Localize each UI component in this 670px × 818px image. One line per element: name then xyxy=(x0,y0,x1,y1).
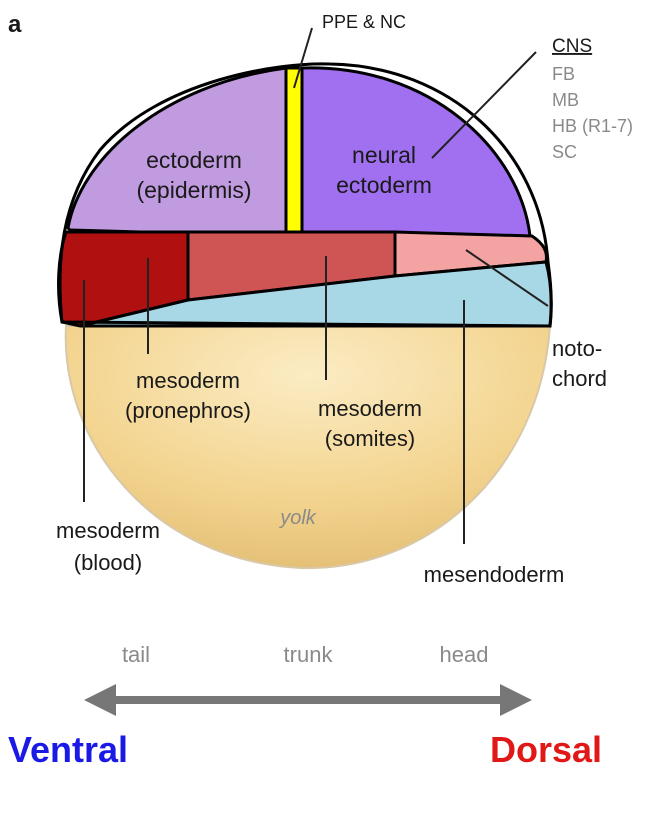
ventral-label: Ventral xyxy=(8,729,128,770)
cns-item-mb: MB xyxy=(552,90,579,110)
ectoderm-label: ectoderm xyxy=(146,147,242,173)
mesoderm-pronephros-label: mesoderm xyxy=(136,368,240,393)
leader-ppe-nc xyxy=(293,27,313,89)
ppe-nc-label: PPE & NC xyxy=(322,12,406,32)
mesoderm-blood-label: mesoderm xyxy=(56,518,160,543)
ppe-nc-stripe xyxy=(284,66,304,238)
mesendoderm-label: mesendoderm xyxy=(424,562,565,587)
leader-notochord xyxy=(465,249,549,307)
cns-heading: CNS xyxy=(552,36,592,57)
axis-label-trunk: trunk xyxy=(284,642,334,667)
axis-label-tail: tail xyxy=(122,642,150,667)
leader-cns xyxy=(431,51,537,159)
mesoderm-blood-sublabel: (blood) xyxy=(74,550,142,575)
leader-lines xyxy=(83,27,549,544)
mesoderm-somites-sublabel: (somites) xyxy=(325,426,415,451)
cns-item-sc: SC xyxy=(552,142,577,162)
ectoderm-sublabel: (epidermis) xyxy=(136,177,251,203)
mesoderm-somites-label: mesoderm xyxy=(318,396,422,421)
yolk-region xyxy=(64,325,552,570)
panel-label: a xyxy=(8,11,22,38)
embryo-outline xyxy=(58,62,553,328)
neural-ectoderm-region xyxy=(300,66,532,238)
notochord-sublabel: chord xyxy=(552,366,607,391)
cns-item-fb: FB xyxy=(552,64,575,84)
dorsal-label: Dorsal xyxy=(490,729,602,770)
notochord-label: noto- xyxy=(552,336,602,361)
cns-item-hb: HB (R1-7) xyxy=(552,116,633,136)
neural-ectoderm-label: neural xyxy=(352,142,416,168)
yolk-label: yolk xyxy=(278,507,317,529)
mesoderm-pronephros-sublabel: (pronephros) xyxy=(125,398,251,423)
neural-ectoderm-sublabel: ectoderm xyxy=(336,172,432,198)
axis-label-head: head xyxy=(440,642,489,667)
